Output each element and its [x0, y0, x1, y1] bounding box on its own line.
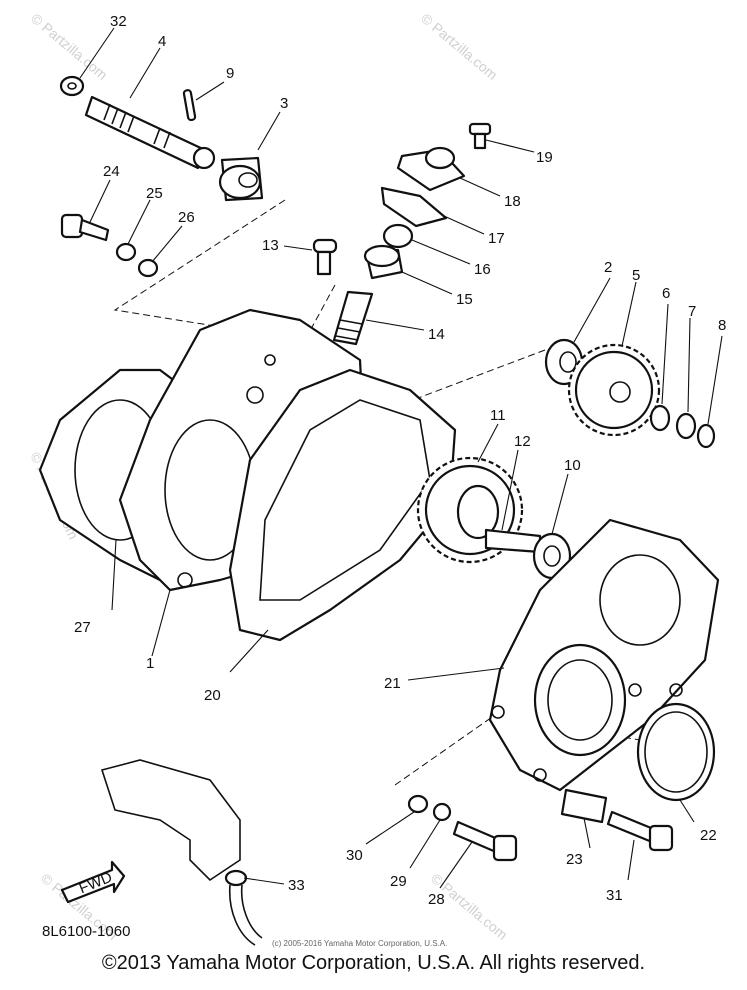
copyright-footer: ©2013 Yamaha Motor Corporation, U.S.A. A…: [101, 952, 646, 974]
callout-23: 23: [566, 851, 583, 868]
screw-part-19: [468, 122, 492, 150]
exploded-parts-diagram: © Partzilla.com © Partzilla.com © Partzi…: [27, 10, 726, 948]
watermark: © Partzilla.com: [418, 10, 501, 83]
callout-6: 6: [662, 285, 670, 302]
sprocket-part-5: [567, 343, 661, 437]
washer-part-6: [649, 404, 671, 432]
shaft-part-4: [84, 95, 216, 170]
callout-3: 3: [280, 95, 288, 112]
callout-13: 13: [262, 237, 279, 254]
bolt-part-28: [452, 820, 518, 862]
callouts: 32 4 9 3 24 25 26 13 19 18 17 16 15 14 2…: [74, 13, 726, 908]
callout-16: 16: [474, 261, 491, 278]
bolt-part-31: [606, 810, 674, 852]
callout-28: 28: [428, 891, 445, 908]
washer-part-26: [137, 258, 159, 278]
callout-17: 17: [488, 230, 505, 247]
drawing-code: 8L6100-1060: [42, 923, 130, 940]
gasket-part-17: [380, 186, 448, 228]
callout-14: 14: [428, 326, 445, 343]
leader-lines: [79, 27, 723, 889]
callout-24: 24: [103, 163, 120, 180]
callout-20: 20: [204, 687, 221, 704]
callout-27: 27: [74, 619, 91, 636]
callout-9: 9: [226, 65, 234, 82]
washer-part-30: [407, 794, 429, 814]
pin-part-9: [182, 89, 197, 122]
callout-10: 10: [564, 457, 581, 474]
gear-shaft-part-14: [332, 290, 374, 346]
fwd-arrow-icon: FWD: [60, 860, 126, 904]
callout-31: 31: [606, 887, 623, 904]
collar-part-23: [560, 788, 608, 824]
washer-part-7: [675, 412, 697, 440]
bushing-part-15: [363, 244, 404, 280]
callout-1: 1: [146, 655, 154, 672]
callout-25: 25: [146, 185, 163, 202]
assembly-line: [113, 199, 286, 331]
washer-part-25: [115, 242, 137, 262]
callout-8: 8: [718, 317, 726, 334]
washer-part-32: [59, 75, 85, 97]
callout-19: 19: [536, 149, 553, 166]
o-ring-part-22: [636, 702, 716, 802]
shaft-part-12: [484, 528, 542, 554]
callout-2: 2: [604, 259, 612, 276]
callout-30: 30: [346, 847, 363, 864]
exhaust-bracket: [100, 759, 241, 882]
callout-33: 33: [288, 877, 305, 894]
callout-26: 26: [178, 209, 195, 226]
callout-21: 21: [384, 675, 401, 692]
cover-part-18: [396, 146, 466, 192]
callout-11: 11: [490, 407, 506, 424]
callout-4: 4: [158, 33, 166, 50]
callout-12: 12: [514, 433, 531, 450]
callout-15: 15: [456, 291, 473, 308]
hose-part-33: [224, 869, 263, 946]
diagram-notice: (c) 2005-2016 Yamaha Motor Corporation, …: [272, 939, 447, 948]
screw-part-13: [312, 238, 338, 276]
watermark: © Partzilla.com: [28, 10, 111, 83]
bolt-part-24: [60, 213, 110, 242]
fwd-label: FWD: [77, 869, 115, 898]
callout-22: 22: [700, 827, 717, 844]
callout-5: 5: [632, 267, 640, 284]
callout-29: 29: [390, 873, 407, 890]
washer-part-29: [432, 802, 452, 822]
seal-part-16: [382, 223, 414, 249]
callout-18: 18: [504, 193, 521, 210]
nut-part-8: [696, 423, 716, 449]
callout-7: 7: [688, 303, 696, 320]
callout-32: 32: [110, 13, 127, 30]
collar-part-3: [218, 156, 264, 202]
cover-part-21: [488, 518, 720, 792]
